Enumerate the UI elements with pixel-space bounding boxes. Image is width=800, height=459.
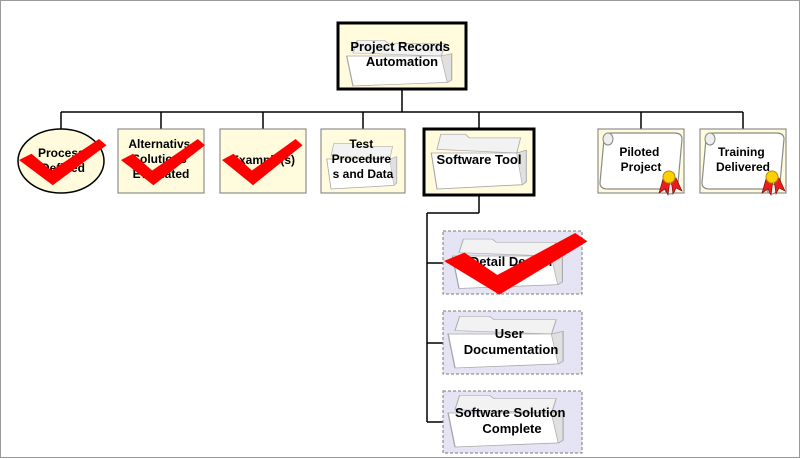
node-training-delivered[interactable]: Training Delivered bbox=[699, 128, 787, 196]
node-label-line: Software Solution bbox=[455, 405, 566, 420]
node-label-line: Software Tool bbox=[437, 152, 522, 167]
node-label-line: Documentation bbox=[464, 342, 559, 357]
svg-text:Software Tool: Software Tool bbox=[437, 152, 522, 167]
svg-text:Project Records Automati: Project Records Automation bbox=[350, 39, 453, 69]
connector-lines bbox=[60, 89, 744, 423]
node-alternatives-evaluated[interactable]: Alternativs Solutions Evaluated bbox=[117, 128, 205, 194]
node-label-line: Test bbox=[349, 137, 373, 151]
node-piloted-project[interactable]: Piloted Project bbox=[597, 128, 685, 196]
node-label-line: Delivered bbox=[716, 160, 770, 174]
node-label-line: User bbox=[495, 326, 524, 341]
svg-text:Training Delivered: Training Delivered bbox=[716, 145, 770, 174]
node-examples[interactable]: Example(s) bbox=[219, 128, 307, 194]
node-label-line: Training bbox=[718, 145, 765, 159]
node-project-records-automation[interactable]: Project Records Automation bbox=[336, 21, 468, 91]
node-label-line: Complete bbox=[482, 421, 541, 436]
node-process-defined[interactable]: Process Defined bbox=[17, 128, 107, 194]
node-label-line: Project Records bbox=[350, 39, 450, 54]
svg-text:Software Solution Comple: Software Solution Complete bbox=[455, 405, 569, 436]
node-test-procedures[interactable]: Test Procedure s and Data bbox=[320, 128, 406, 194]
node-software-solution-complete[interactable]: Software Solution Complete bbox=[442, 390, 583, 454]
svg-text:Test Procedure s a: Test Procedure s and Data bbox=[332, 137, 395, 181]
node-label-line: Automation bbox=[366, 54, 438, 69]
node-label-line: Piloted bbox=[619, 145, 659, 159]
node-detail-design[interactable]: Detail Design bbox=[442, 230, 588, 295]
node-user-documentation[interactable]: User Documentation bbox=[442, 310, 583, 375]
svg-text:User Documentation: User Documentation bbox=[464, 326, 559, 357]
svg-text:Piloted Project: Piloted Project bbox=[619, 145, 662, 174]
node-label-line: s and Data bbox=[333, 167, 394, 181]
node-software-tool[interactable]: Software Tool bbox=[422, 127, 536, 197]
node-label-line: Procedure bbox=[332, 152, 392, 166]
node-label-line: Alternativs bbox=[128, 137, 190, 151]
node-label-line: Project bbox=[621, 160, 662, 174]
